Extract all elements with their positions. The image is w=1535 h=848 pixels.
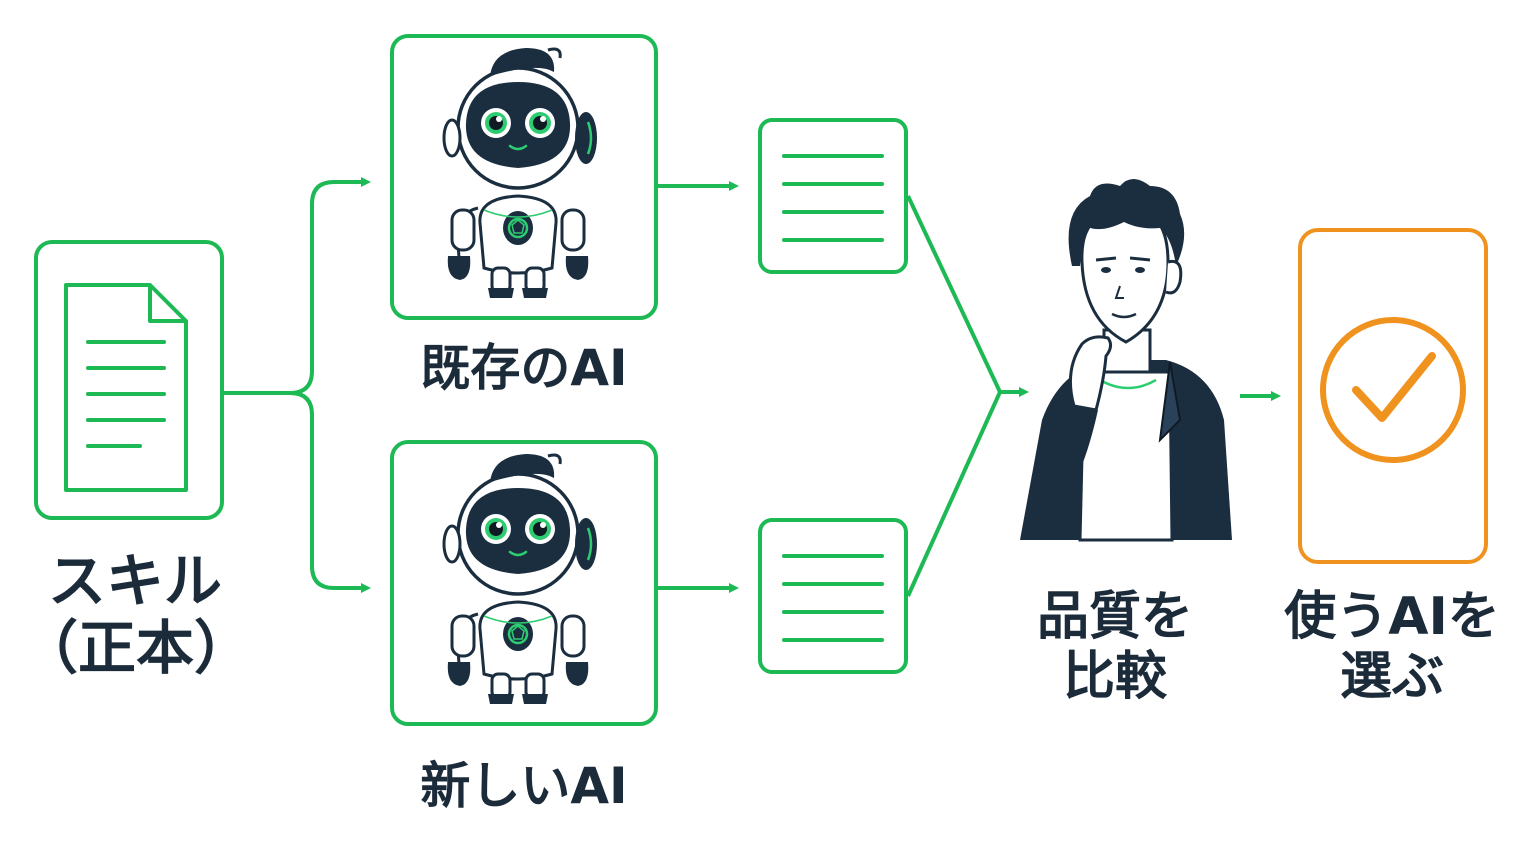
document-icon — [64, 283, 188, 492]
ai-existing-label: 既存のAI — [420, 339, 628, 397]
skill-label: スキル （正本） — [20, 547, 253, 682]
choose-label-line1: 使うAIを — [1284, 587, 1500, 647]
choose-label-line2: 選ぶ — [1339, 646, 1444, 707]
branch-connector — [222, 177, 371, 593]
skill-box — [34, 240, 224, 520]
skill-label-line2: （正本） — [20, 613, 253, 682]
output-document-icon — [782, 154, 884, 242]
output-existing — [758, 118, 908, 274]
ai-new-label: 新しいAI — [420, 757, 628, 815]
ai-existing-box — [390, 34, 658, 320]
converge-connector — [906, 195, 1029, 597]
checkmark-circle-icon — [1320, 317, 1466, 463]
ai-new-box — [390, 440, 658, 726]
output-new — [758, 518, 908, 674]
compare-label: 品質を 比較 — [1000, 587, 1230, 708]
output-arrows — [658, 181, 739, 593]
output-document-icon — [782, 554, 884, 642]
choose-label: 使うAIを 選ぶ — [1262, 587, 1522, 708]
result-box — [1298, 228, 1488, 564]
compare-label-line1: 品質を — [1036, 587, 1193, 647]
compare-label-line2: 比較 — [1062, 646, 1167, 707]
thinking-person-icon — [1020, 179, 1232, 542]
skill-label-line1: スキル — [47, 547, 222, 615]
